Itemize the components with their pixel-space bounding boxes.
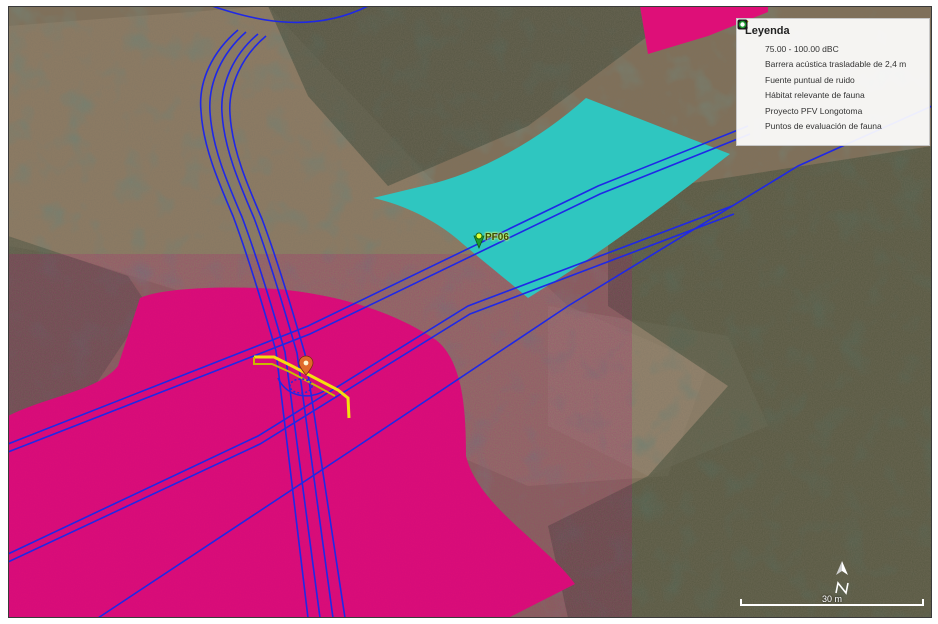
fauna-habitat-zone[interactable]: [373, 98, 730, 298]
legend-item-noise-range: 75.00 - 100.00 dBC: [738, 20, 921, 57]
map-view[interactable]: PF06 Leyenda 75.00 - 100.00 dBC Barrera …: [8, 6, 932, 618]
legend-item-project: Proyecto PFV Longotoma: [738, 20, 921, 119]
project-lines[interactable]: [8, 6, 932, 618]
pink-polygon-icon: [738, 20, 757, 55]
red-marker-icon: [737, 19, 757, 86]
cyan-square-icon: [738, 20, 757, 101]
legend-item-label: Barrera acústica trasladable de 2,4 m: [765, 59, 907, 70]
legend-item-label: Hábitat relevante de fauna: [765, 90, 865, 101]
legend-item-label: 75.00 - 100.00 dBC: [765, 43, 839, 54]
fauna-evaluation-point[interactable]: [473, 232, 485, 250]
north-arrow-icon: [828, 559, 856, 601]
legend-item-noise-source: Fuente puntual de ruido: [737, 19, 921, 88]
scale-tick: [740, 599, 742, 606]
green-ring-icon: [737, 19, 757, 132]
noise-source-pin[interactable]: [289, 355, 314, 394]
legend-item-fauna-points: Puntos de evaluación de fauna: [737, 19, 921, 135]
legend-item-barrier: Barrera acústica trasladable de 2,4 m: [737, 20, 921, 73]
legend-title: Leyenda: [745, 25, 790, 37]
legend-item-label: Proyecto PFV Longotoma: [765, 105, 863, 116]
legend-item-habitat: Hábitat relevante de fauna: [738, 20, 921, 104]
scale-label: 30 m: [821, 594, 842, 604]
map-legend: Leyenda 75.00 - 100.00 dBC Barrera acúst…: [736, 18, 930, 146]
fauna-point-label: PF06: [485, 232, 509, 243]
legend-item-label: Fuente puntual de ruido: [765, 74, 855, 85]
barrier-icon: [737, 20, 757, 70]
scale-tick: [922, 599, 924, 606]
acoustic-barrier[interactable]: [253, 355, 351, 419]
blue-dots-icon: [738, 20, 757, 117]
scale-line: [740, 604, 924, 606]
noise-zone-main[interactable]: [8, 287, 575, 618]
scale-bar: 30 m: [740, 592, 924, 612]
legend-item-label: Puntos de evaluación de fauna: [765, 121, 882, 132]
